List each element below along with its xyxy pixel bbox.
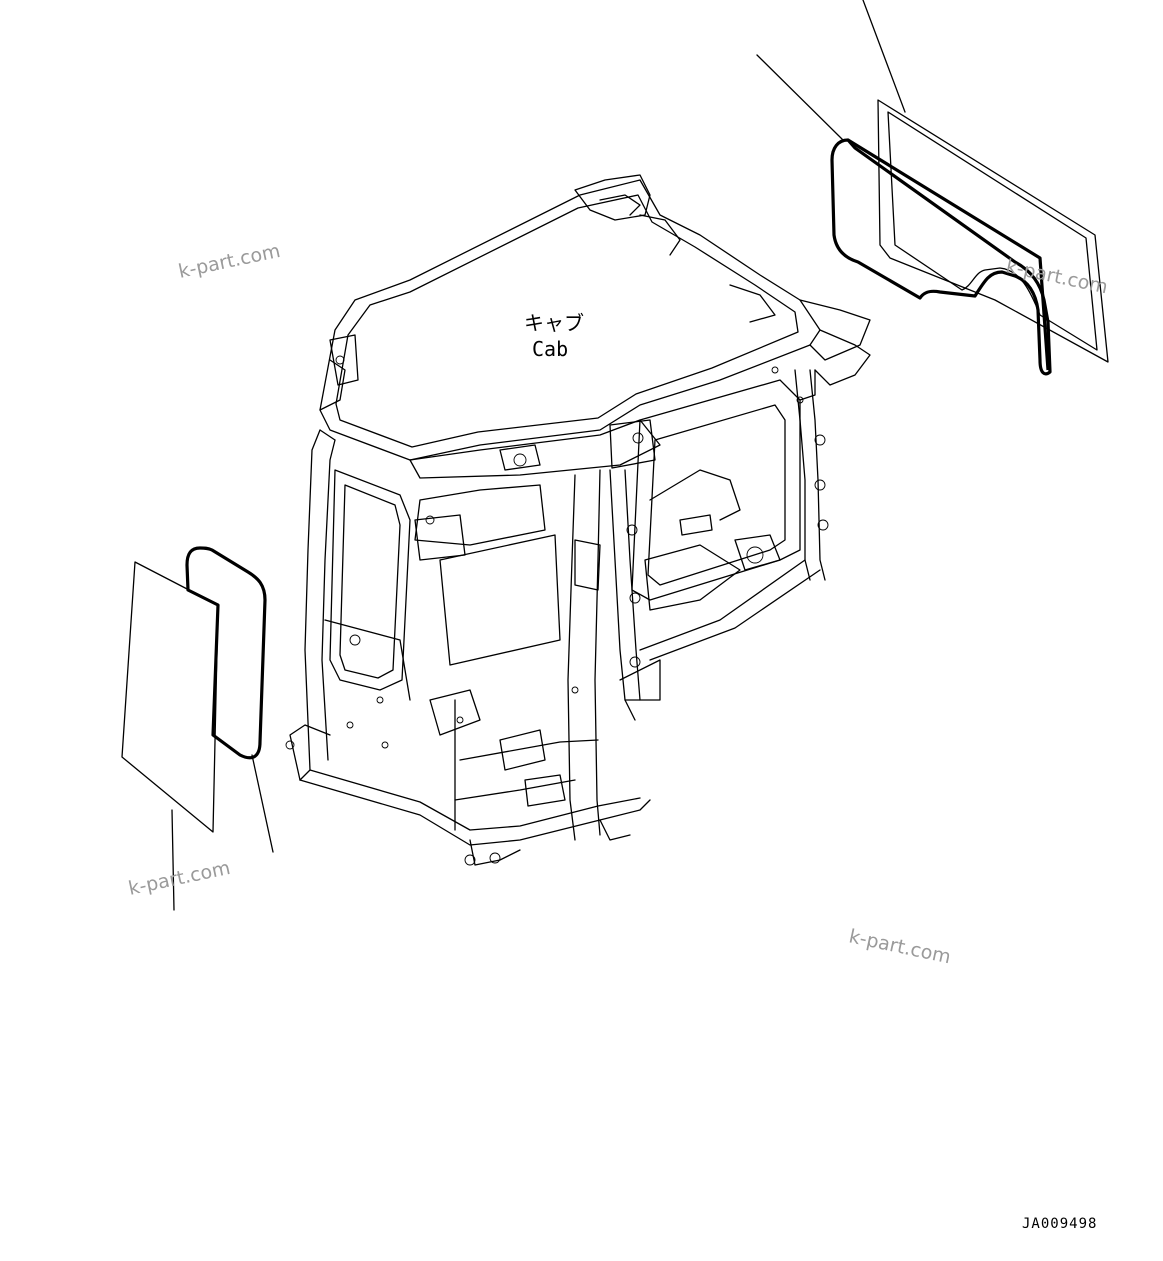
rear-glass-assembly <box>756 0 1109 376</box>
watermark-4: k-part.com <box>847 925 953 968</box>
cab-label-jp: キャブ <box>524 311 584 335</box>
watermark-1: k-part.com <box>176 240 282 283</box>
cab-label-en: Cab <box>532 337 568 361</box>
side-glass-assembly <box>121 546 274 911</box>
document-id: JA009498 <box>1022 1216 1097 1232</box>
watermark-2: k-part.com <box>1004 255 1110 298</box>
cab-frame <box>285 174 871 866</box>
watermark-3: k-part.com <box>126 857 232 900</box>
